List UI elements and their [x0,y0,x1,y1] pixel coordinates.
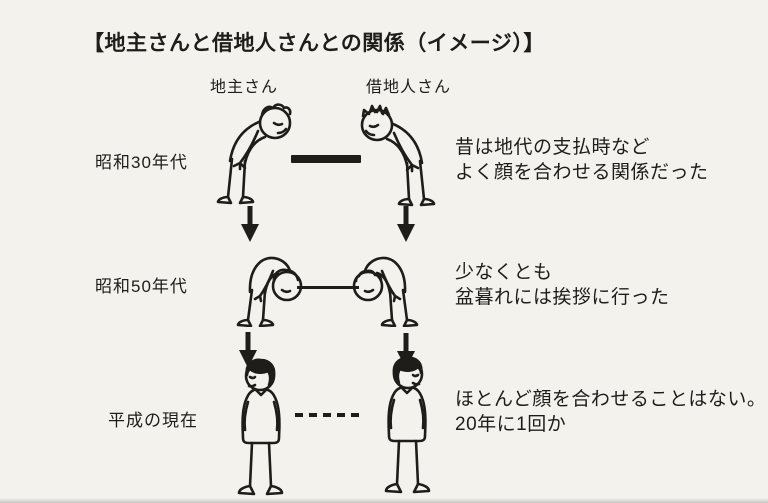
note-line: 盆暮れには挨拶に行った [455,287,670,308]
person-bowing-icon [360,104,436,207]
person-bowing-icon [216,103,292,205]
landlord-deep-bow-figure [222,232,317,328]
era-label-heisei: 平成の現在 [108,411,198,430]
note-line: ほとんど顔を合わせることはない。 [455,389,767,410]
tenant-slight-bow-figure [352,99,444,207]
person-deep-bow-icon [236,256,303,328]
note-line: 20年に1回か [455,414,567,435]
column-label-landlord: 地主さん [210,79,279,96]
era-label-showa30: 昭和30年代 [95,153,188,172]
relationship-line-weaker [297,286,359,289]
note-line: よく顔を合わせる関係だった [455,162,709,183]
tenant-deep-bow-figure [338,232,433,328]
note-showa30: 昔は地代の支払時など よく顔を合わせる関係だった [455,135,709,185]
down-arrow-icon [237,330,259,370]
column-label-tenant: 借地人さん [366,79,452,96]
tenant-standing-figure [372,356,440,501]
note-heisei: ほとんど顔を合わせることはない。 20年に1回か [455,387,766,437]
down-arrow-icon [239,204,261,244]
relationship-line-strong [291,155,361,163]
diagram-title: 【地主さんと借地人さんとの関係（イメージ）】 [83,32,545,55]
relationship-line-dashed [295,413,363,417]
era-label-showa50: 昭和50年代 [95,277,188,296]
note-line: 少なくとも [455,262,553,283]
landlord-standing-figure [228,358,296,503]
note-showa50: 少なくとも 盆暮れには挨拶に行った [455,260,670,310]
person-standing-icon [237,358,284,496]
note-line: 昔は地代の支払時など [455,137,651,158]
person-standing-icon [384,356,431,494]
landlord-slight-bow-figure [208,97,300,205]
down-arrow-icon [395,204,417,244]
person-deep-bow-icon [352,256,419,328]
